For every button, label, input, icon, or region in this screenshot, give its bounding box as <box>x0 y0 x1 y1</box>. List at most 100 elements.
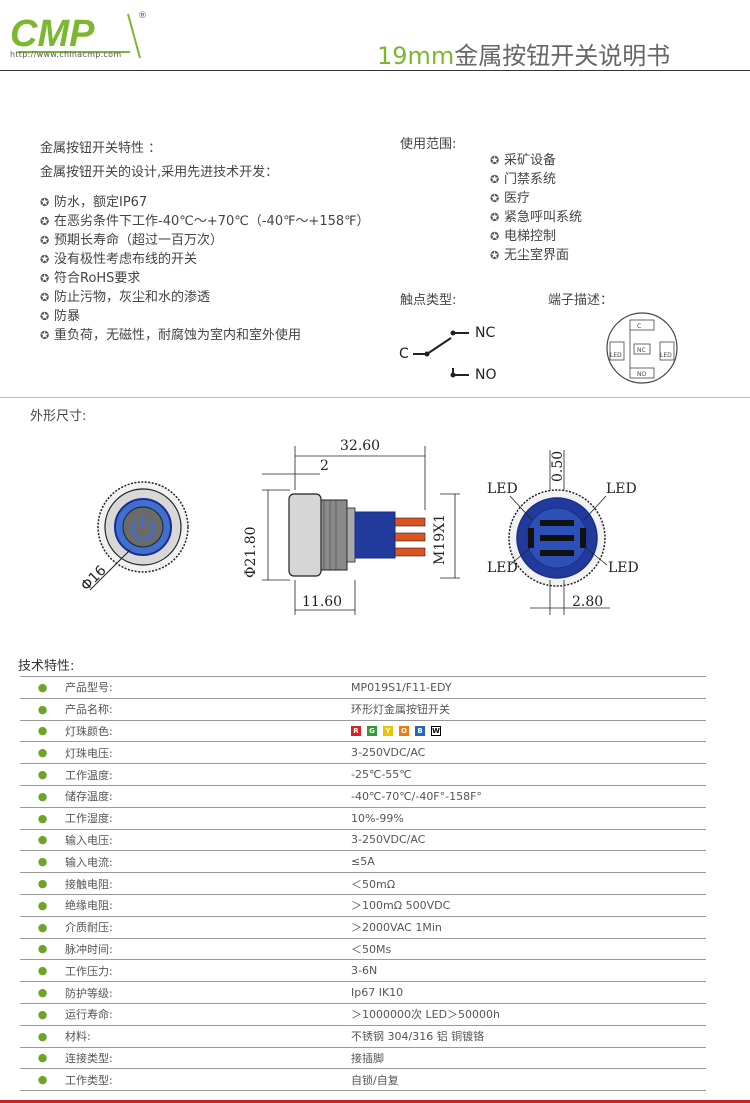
spec-bullet-icon: ● <box>20 720 65 743</box>
features-intro: 金属按钮开关的设计,采用先进技术开发： <box>40 165 279 180</box>
star-bullet-icon: ✪ <box>40 329 50 342</box>
svg-text:NC: NC <box>637 347 646 354</box>
star-bullet-icon: ✪ <box>40 215 50 228</box>
led-color-swatch: R <box>351 726 361 737</box>
body-diameter-label: Φ21.80 <box>243 526 259 578</box>
star-bullet-icon: ✪ <box>490 173 500 186</box>
length-total-label: 32.60 <box>340 438 380 454</box>
pin-width-label: 2.80 <box>572 594 603 610</box>
spec-value: 3-6N <box>351 959 706 983</box>
application-item: ✪医疗 <box>490 191 531 206</box>
svg-text:LED: LED <box>660 352 672 359</box>
website-url: http://www.chinacmp.com <box>10 50 122 59</box>
spec-row: ●灯珠电压:3-250VDC/AC <box>20 741 706 765</box>
star-bullet-icon: ✪ <box>490 211 500 224</box>
feature-item: ✪防止污物，灰尘和水的渗透 <box>40 290 211 305</box>
led-label-bottom-right: LED <box>608 560 639 576</box>
application-item: ✪采矿设备 <box>490 153 557 168</box>
spec-row: ●产品名称:环形灯金属按钮开关 <box>20 698 706 721</box>
spec-label: 脉冲时间: <box>65 938 351 961</box>
spec-value: ≤5A <box>351 850 706 874</box>
spec-bullet-icon: ● <box>20 1068 65 1092</box>
logo-registered-mark: ® <box>138 11 147 21</box>
spec-value: 不锈钢 304/316 铝 铜镀铬 <box>351 1025 706 1048</box>
spec-value: 环形灯金属按钮开关 <box>351 698 706 721</box>
spec-label: 灯珠电压: <box>65 741 351 765</box>
spec-value: ＜50mΩ <box>351 872 706 895</box>
led-color-swatch: W <box>431 726 441 737</box>
spec-label: 工作温度: <box>65 763 351 786</box>
pin-gap-label: 0.50 <box>550 451 566 482</box>
spec-bullet-icon: ● <box>20 676 65 699</box>
spec-bullet-icon: ● <box>20 698 65 721</box>
spec-label: 产品名称: <box>65 698 351 721</box>
offset-label: 2 <box>320 458 329 474</box>
led-color-swatch: O <box>399 726 409 737</box>
logo-text: CMP <box>10 13 95 55</box>
spec-value: -25℃-55℃ <box>351 763 706 786</box>
spec-label: 工作压力: <box>65 959 351 983</box>
spec-label: 运行寿命: <box>65 1003 351 1026</box>
feature-item: ✪防水，额定IP67 <box>40 195 148 210</box>
star-bullet-icon: ✪ <box>40 272 50 285</box>
spec-bullet-icon: ● <box>20 850 65 874</box>
spec-value: 3-250VDC/AC <box>351 741 706 765</box>
spec-label: 输入电流: <box>65 850 351 874</box>
terminal-diagram: C LED LED NC NO <box>606 312 678 384</box>
feature-item: ✪没有极性考虑布线的开关 <box>40 252 198 267</box>
spec-value: ＞2000VAC 1Min <box>351 916 706 939</box>
star-bullet-icon: ✪ <box>40 253 50 266</box>
contact-c-label: C <box>399 346 409 362</box>
star-bullet-icon: ✪ <box>40 291 50 304</box>
spec-row: ●绝缘电阻:＞100mΩ 500VDC <box>20 894 706 917</box>
spec-value: -40℃-70℃/-40F°-158F° <box>351 785 706 808</box>
svg-text:LED: LED <box>610 352 622 359</box>
spec-row: ●材料:不锈钢 304/316 铝 铜镀铬 <box>20 1025 706 1048</box>
feature-item: ✪预期长寿命（超过一百万次） <box>40 233 224 248</box>
svg-text:C: C <box>637 323 641 330</box>
spec-bullet-icon: ● <box>20 938 65 961</box>
spec-row: ●工作类型:自锁/自复 <box>20 1068 706 1092</box>
spec-bullet-icon: ● <box>20 959 65 983</box>
feature-item: ✪在恶劣条件下工作-40℃～+70℃（-40℉～+158℉） <box>40 214 370 229</box>
spec-value: Ip67 IK10 <box>351 981 706 1004</box>
star-bullet-icon: ✪ <box>490 249 500 262</box>
spec-label: 绝缘电阻: <box>65 894 351 917</box>
spec-label: 工作类型: <box>65 1068 351 1092</box>
application-item: ✪门禁系统 <box>490 172 557 187</box>
spec-label: 介质耐压: <box>65 916 351 939</box>
spec-bullet-icon: ● <box>20 829 65 852</box>
spec-row: ●输入电压:3-250VDC/AC <box>20 829 706 852</box>
spec-row: ●连接类型:接插脚 <box>20 1047 706 1070</box>
spec-value: ＞100mΩ 500VDC <box>351 894 706 917</box>
spec-row: ●防护等级:Ip67 IK10 <box>20 981 706 1004</box>
front-view-drawing: Φ16 <box>78 481 189 594</box>
contact-nc-label: NC <box>475 325 495 341</box>
features-list: ✪防水，额定IP67 ✪在恶劣条件下工作-40℃～+70℃（-40℉～+158℉… <box>40 193 370 345</box>
contact-type-heading: 触点类型: <box>400 293 457 308</box>
title-size: 19mm <box>377 42 455 70</box>
dimensions-heading: 外形尺寸: <box>30 409 87 424</box>
spec-bullet-icon: ● <box>20 807 65 830</box>
spec-value: 接插脚 <box>351 1047 706 1070</box>
star-bullet-icon: ✪ <box>40 310 50 323</box>
led-color-swatch: Y <box>383 726 393 737</box>
document-title: 19mm金属按钮开关说明书 <box>377 36 670 71</box>
spec-bullet-icon: ● <box>20 741 65 765</box>
spec-row: ●运行寿命:＞1000000次 LED＞50000h <box>20 1003 706 1026</box>
spec-bullet-icon: ● <box>20 785 65 808</box>
front-diameter-label: Φ16 <box>78 562 110 594</box>
spec-label: 产品型号: <box>65 676 351 699</box>
application-item: ✪无尘室界面 <box>490 248 570 263</box>
spec-row: ●工作湿度:10%-99% <box>20 807 706 830</box>
spec-bullet-icon: ● <box>20 1003 65 1026</box>
side-view-drawing: 32.60 2 Φ21.80 M19X1 11.60 <box>243 438 460 615</box>
spec-row: ●脉冲时间:＜50Ms <box>20 938 706 961</box>
spec-row: ●储存温度:-40℃-70℃/-40F°-158F° <box>20 785 706 808</box>
spec-value: 3-250VDC/AC <box>351 829 706 852</box>
spec-label: 连接类型: <box>65 1047 351 1070</box>
spec-value: MP019S1/F11-EDY <box>351 676 706 699</box>
spec-value: 自锁/自复 <box>351 1068 706 1092</box>
